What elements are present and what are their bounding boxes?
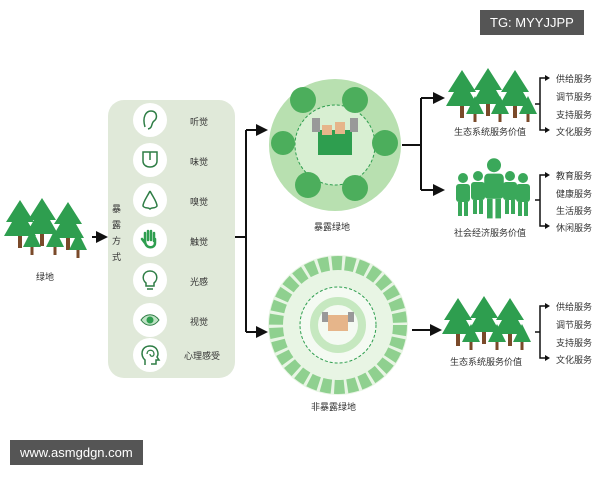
eco-value-label: 生态系统服务价值 — [454, 128, 527, 138]
green-space-trees-icon — [4, 198, 87, 258]
watermark-bottom: www.asmgdgn.com — [10, 440, 143, 465]
tongue-icon — [133, 143, 167, 177]
sense-label: 听觉 — [190, 118, 209, 128]
service-item: 支持服务 — [556, 111, 593, 121]
nose-icon — [133, 183, 167, 217]
service-item: 文化服务 — [556, 128, 593, 138]
lightbulb-icon — [133, 263, 167, 297]
socio-value-label: 社会经济服务价值 — [454, 229, 527, 239]
sense-label: 视觉 — [190, 318, 209, 328]
sense-label: 心理感受 — [184, 352, 221, 362]
service-item: 调节服务 — [556, 321, 593, 331]
exposed-label: 暴露绿地 — [314, 223, 351, 233]
service-item: 供给服务 — [556, 75, 593, 85]
eco-value-label-2: 生态系统服务价值 — [450, 358, 523, 368]
service-item: 供给服务 — [556, 303, 593, 313]
sense-label: 触觉 — [190, 238, 209, 248]
sense-label: 光感 — [190, 278, 209, 288]
service-item: 生活服务 — [556, 207, 593, 217]
ear-icon — [133, 103, 167, 137]
watermark-top: TG: MYYJJPP — [480, 10, 584, 35]
sense-label: 味觉 — [190, 158, 209, 168]
service-item: 休闲服务 — [556, 224, 593, 234]
service-item: 教育服务 — [556, 172, 593, 182]
people-icon — [456, 158, 530, 219]
non-exposed-label: 非暴露绿地 — [311, 403, 357, 413]
service-item: 调节服务 — [556, 93, 593, 103]
green-space-label: 绿地 — [36, 273, 55, 283]
exposure-panel — [108, 100, 235, 378]
service-item: 文化服务 — [556, 356, 593, 366]
service-item: 支持服务 — [556, 339, 593, 349]
non-exposed-green-space-graphic — [268, 255, 408, 395]
head-brain-icon — [133, 338, 167, 372]
exposure-mode-label: 暴露方式 — [112, 205, 122, 263]
eye-icon — [133, 303, 167, 337]
exposed-green-space-graphic — [269, 79, 401, 211]
eco-trees-icon — [446, 68, 537, 122]
sense-label: 嗅觉 — [190, 198, 209, 208]
eco-trees-icon-2 — [442, 296, 531, 350]
hand-icon — [133, 223, 167, 257]
service-item: 健康服务 — [556, 190, 593, 200]
